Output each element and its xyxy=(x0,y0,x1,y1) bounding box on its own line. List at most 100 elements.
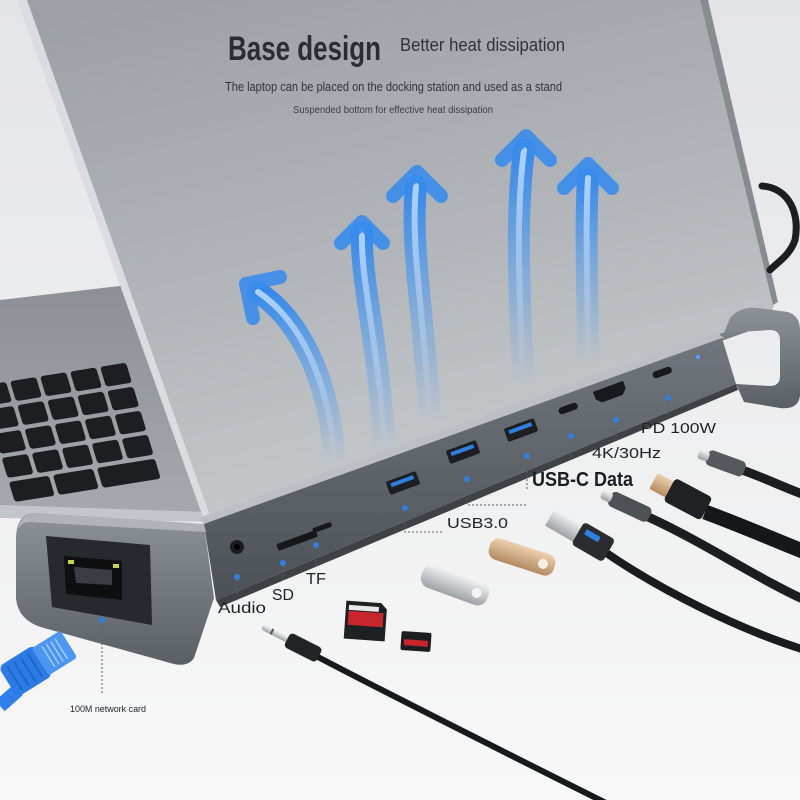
tf-slot xyxy=(312,522,332,533)
lid-left-edge xyxy=(18,0,210,517)
keyboard-key xyxy=(115,411,146,435)
headline-line-1: The laptop can be placed on the docking … xyxy=(225,80,562,94)
usb-c-data-port xyxy=(558,402,578,415)
usbc-cable xyxy=(644,511,800,603)
callout-dot-network xyxy=(99,617,105,623)
usb-a-plug-badge xyxy=(584,529,601,542)
keyboard-key xyxy=(70,367,102,392)
headline-title: Base design xyxy=(228,30,381,68)
keyboard-key xyxy=(77,391,109,416)
airflow-arrow xyxy=(239,270,346,476)
usbc-plug-body xyxy=(705,450,746,477)
ethernet-plug-ridges xyxy=(6,652,44,691)
usb-a-port xyxy=(386,471,420,495)
label-tf: TF xyxy=(306,571,326,588)
power-led xyxy=(695,354,701,360)
airflow-arrow xyxy=(495,129,557,396)
arrow-head xyxy=(495,129,557,167)
usbc-plug xyxy=(697,449,746,477)
arrow-shaft-highlight xyxy=(515,147,527,388)
usb-a-plug-metal xyxy=(545,508,585,543)
audio-jack-hole xyxy=(234,544,240,550)
microsd-card xyxy=(400,631,432,652)
keyboard-key xyxy=(122,435,153,459)
keyboard-key xyxy=(25,425,56,449)
airflow-arrow xyxy=(334,215,396,466)
label-network: 100M network card xyxy=(70,704,146,714)
callout-dot-usbc-data xyxy=(568,433,574,439)
dock-right-bracket xyxy=(722,307,800,409)
callout-dot-usb3 xyxy=(402,505,408,511)
keyboard-key xyxy=(92,439,123,464)
keyboard-key xyxy=(32,449,63,473)
usb-flash-drive-gold xyxy=(488,538,556,576)
ethernet-plug xyxy=(0,631,77,696)
audio-plug-body xyxy=(284,633,322,662)
arrow-head xyxy=(557,157,619,195)
callout-dot-audio xyxy=(234,574,240,580)
keyboard-key xyxy=(53,469,99,495)
ethernet-port-contacts xyxy=(74,567,112,585)
ethernet-plug-contacts xyxy=(41,638,69,668)
headline-subtitle: Better heat dissipation xyxy=(400,35,565,55)
sd-card-label xyxy=(347,610,384,628)
left-bracket-top xyxy=(18,513,206,532)
dock-bottom-edge xyxy=(216,384,738,607)
arrow-shaft-highlight xyxy=(583,175,591,365)
lid-right-edge xyxy=(700,0,778,305)
usbc-cable xyxy=(740,465,800,498)
callout-dot-tf xyxy=(313,542,319,548)
arrow-head xyxy=(334,215,390,250)
sd-slot xyxy=(276,530,318,551)
usb-a-port-tongue xyxy=(390,475,415,488)
keyboard-key xyxy=(0,382,12,406)
headline-line-2: Suspended bottom for effective heat diss… xyxy=(293,105,493,116)
keyboard-key xyxy=(0,430,26,454)
microsd-card-label xyxy=(403,639,429,647)
usb-a-plug xyxy=(545,508,614,561)
usb-a-port-tongue xyxy=(450,444,475,457)
callout-dot-sd xyxy=(280,560,286,566)
usb-a-plug-body xyxy=(572,523,614,561)
sd-card xyxy=(343,600,387,642)
audio-plug xyxy=(261,625,322,662)
label-pd: PD 100W xyxy=(641,420,717,437)
usb-a-cable xyxy=(602,548,800,653)
docking-station xyxy=(16,307,800,665)
keyboard-key xyxy=(55,420,86,444)
callouts xyxy=(99,395,671,695)
usb-a-port xyxy=(446,440,480,464)
dock-top-surface xyxy=(198,332,724,524)
usb-flash-drive-silver xyxy=(420,564,490,606)
usb-a-port xyxy=(504,418,538,442)
arrow-shaft-highlight xyxy=(255,289,338,468)
keyboard-key xyxy=(9,476,55,502)
callout-line-usb3 xyxy=(404,511,443,533)
label-sd: SD xyxy=(272,587,294,604)
airflow-arrows xyxy=(239,129,619,476)
audio-cable xyxy=(316,654,607,800)
callout-dot-hdmi xyxy=(613,417,619,423)
keyboard-key xyxy=(107,387,139,411)
airflow-arrow xyxy=(557,157,619,373)
accessories xyxy=(0,449,800,800)
audio-plug-pin xyxy=(261,625,290,642)
keyboard-key xyxy=(2,454,33,478)
usbc-plug-tip xyxy=(697,449,710,462)
arrow-head xyxy=(386,165,448,203)
flash-drive-keyring-hole xyxy=(537,558,548,569)
keyboard-key xyxy=(47,396,79,420)
label-audio: Audio xyxy=(218,600,266,617)
label-usb3: USB3.0 xyxy=(447,515,508,532)
usbc-plug-tip xyxy=(600,490,613,502)
keyboard xyxy=(0,363,161,502)
dock-front-face xyxy=(204,338,736,600)
callout-dot-usb3 xyxy=(524,453,530,459)
keyboard-key xyxy=(10,377,42,401)
hdmi-cable xyxy=(702,504,800,559)
arrow-head xyxy=(239,270,287,325)
label-usbc-data: USB-C Data xyxy=(532,469,634,491)
airflow-arrow xyxy=(386,165,448,436)
callout-dot-pd xyxy=(665,395,671,401)
